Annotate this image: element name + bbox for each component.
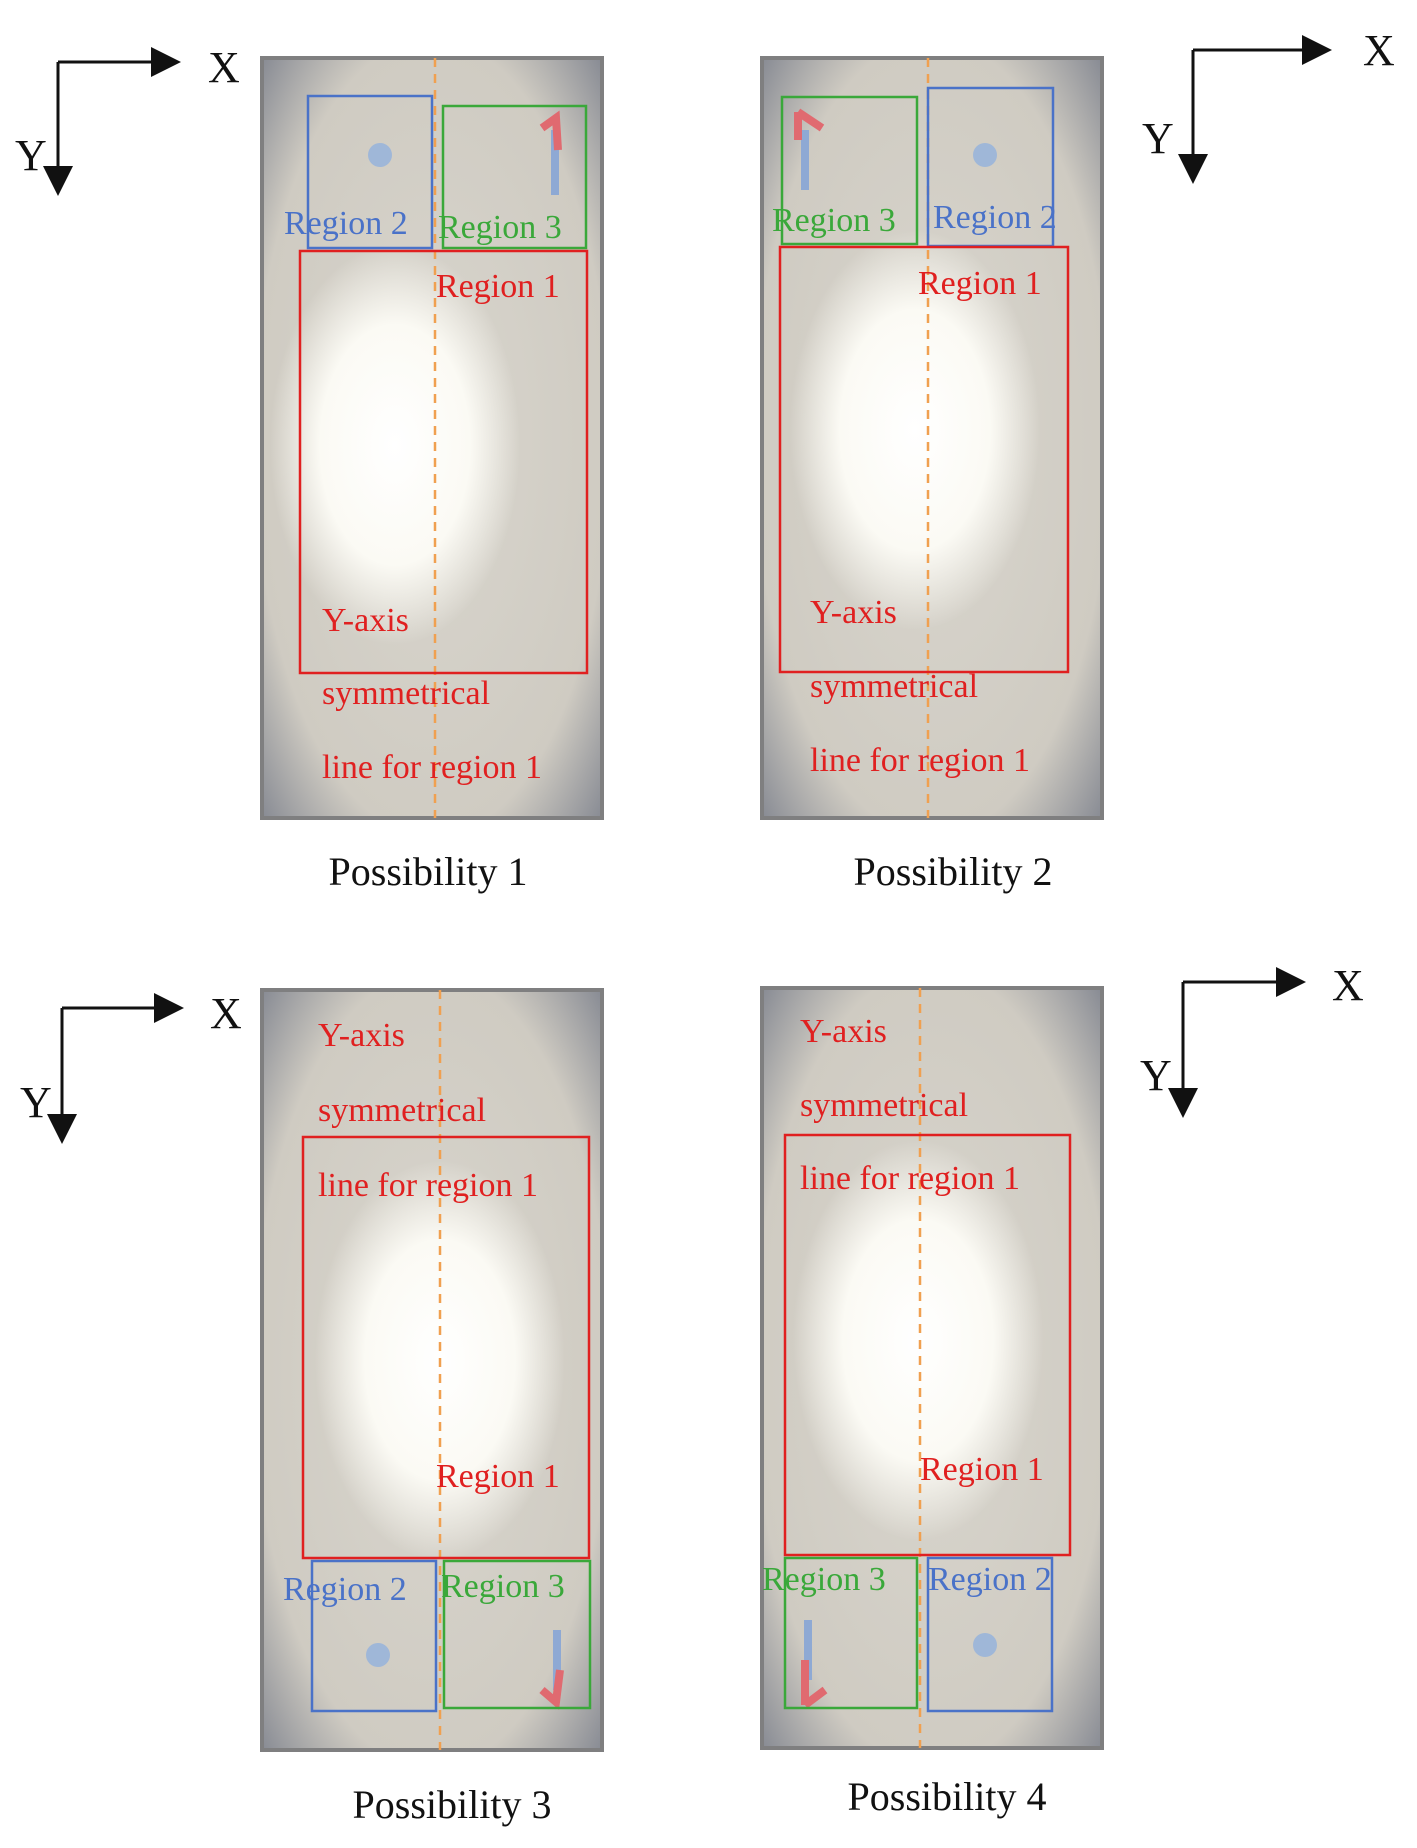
region-3-box bbox=[783, 1556, 919, 1710]
panel-possibility-2: X Y Region 3 Region 2 Region 1 Y-axis sy… bbox=[760, 26, 1395, 894]
panel-possibility-3: X Y Y-axis symmetrical line for region 1… bbox=[20, 988, 604, 1827]
photo bbox=[760, 986, 1104, 1750]
sym-label-line3: line for region 1 bbox=[810, 742, 1030, 779]
region-1-box bbox=[301, 1135, 591, 1560]
y-axis-label: Y bbox=[1142, 114, 1174, 163]
axis-indicator: X Y bbox=[1140, 961, 1364, 1118]
x-axis-label: X bbox=[1332, 961, 1364, 1010]
dot-marker bbox=[973, 1633, 997, 1657]
axis-indicator: X Y bbox=[15, 43, 240, 196]
sym-label-line3: line for region 1 bbox=[322, 749, 542, 786]
x-axis-label: X bbox=[1363, 26, 1395, 75]
small-symbol-top bbox=[539, 110, 562, 151]
small-symbol-bottom bbox=[539, 1669, 564, 1710]
sym-label-line2: symmetrical bbox=[322, 675, 490, 712]
small-symbol-bottom bbox=[801, 1660, 828, 1709]
photo-frame bbox=[760, 986, 1104, 1750]
y-axis-label: Y bbox=[1140, 1051, 1172, 1100]
region-1-box bbox=[778, 245, 1070, 674]
sym-label-line3: line for region 1 bbox=[800, 1160, 1020, 1197]
x-axis-label: X bbox=[210, 989, 242, 1038]
bright-pattern bbox=[270, 245, 520, 645]
dot-marker bbox=[368, 143, 392, 167]
region-2-label: Region 2 bbox=[284, 205, 408, 242]
panel-possibility-4: X Y Y-axis symmetrical line for region 1… bbox=[760, 961, 1364, 1819]
region-1-label: Region 1 bbox=[920, 1451, 1044, 1488]
region-2-label: Region 2 bbox=[283, 1571, 407, 1608]
region-3-label: Region 3 bbox=[441, 1568, 565, 1605]
caption: Possibility 1 bbox=[329, 849, 528, 894]
region-3-label: Region 3 bbox=[438, 209, 562, 246]
sym-label-line1: Y-axis bbox=[800, 1013, 887, 1050]
dot-marker bbox=[366, 1643, 390, 1667]
panel-possibility-1: X Y Region 2 Region 3 Region 1 Y-axis sy… bbox=[15, 43, 604, 894]
region-1-box bbox=[298, 249, 589, 675]
bright-pattern bbox=[790, 230, 1040, 630]
bright-pattern bbox=[793, 1140, 1043, 1540]
photo-frame bbox=[260, 988, 604, 1752]
small-symbol-top bbox=[794, 108, 825, 140]
sym-label-line2: symmetrical bbox=[810, 668, 978, 705]
region-3-label: Region 3 bbox=[772, 202, 896, 239]
region-2-box bbox=[310, 1559, 438, 1713]
region-3-box bbox=[441, 104, 588, 250]
caption: Possibility 3 bbox=[353, 1782, 552, 1827]
caption: Possibility 2 bbox=[854, 849, 1053, 894]
sym-label-line1: Y-axis bbox=[322, 602, 409, 639]
region-2-box bbox=[306, 94, 434, 250]
region-1-label: Region 1 bbox=[918, 265, 1042, 302]
region-3-box bbox=[442, 1559, 592, 1710]
region-1-box bbox=[783, 1133, 1072, 1557]
photo-frame bbox=[760, 56, 1104, 820]
sym-label-line3: line for region 1 bbox=[318, 1167, 538, 1204]
dot-marker bbox=[973, 143, 997, 167]
sym-label-line2: symmetrical bbox=[800, 1087, 968, 1124]
sym-label-line1: Y-axis bbox=[318, 1017, 405, 1054]
photo-frame bbox=[260, 56, 604, 820]
photo bbox=[760, 56, 1104, 820]
axis-indicator: X Y bbox=[1142, 26, 1395, 184]
region-2-label: Region 2 bbox=[928, 1561, 1052, 1598]
sym-label-line1: Y-axis bbox=[810, 594, 897, 631]
x-axis-label: X bbox=[208, 43, 240, 92]
sym-label-line2: symmetrical bbox=[318, 1092, 486, 1129]
caption: Possibility 4 bbox=[848, 1774, 1047, 1819]
axis-indicator: X Y bbox=[20, 989, 242, 1144]
y-axis-label: Y bbox=[15, 131, 47, 180]
region-1-label: Region 1 bbox=[436, 1458, 560, 1495]
region-2-box bbox=[926, 1556, 1054, 1713]
y-axis-label: Y bbox=[20, 1078, 52, 1127]
region-3-label: Region 3 bbox=[762, 1561, 886, 1598]
region-3-box bbox=[780, 95, 919, 246]
region-1-label: Region 1 bbox=[436, 268, 560, 305]
region-2-label: Region 2 bbox=[933, 199, 1057, 236]
